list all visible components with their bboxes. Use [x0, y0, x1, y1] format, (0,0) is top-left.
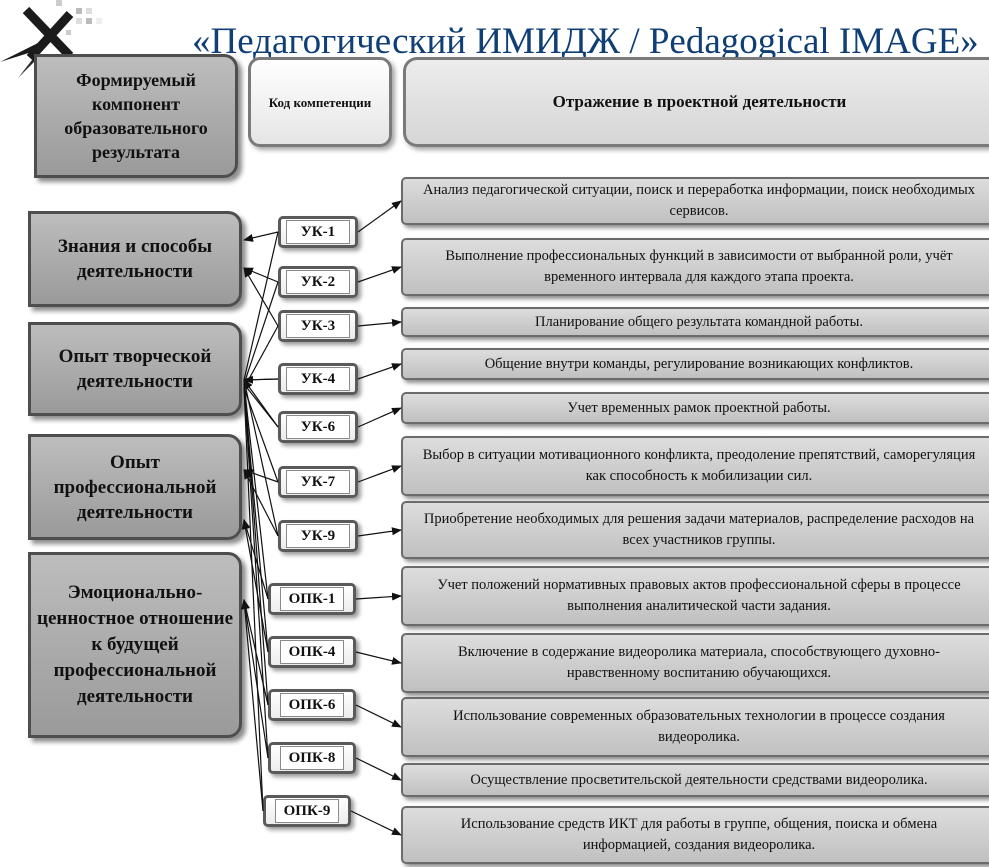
- competency-code: УК-4: [286, 367, 350, 391]
- column-header-component: Формируемый компонент образовательного р…: [34, 54, 238, 178]
- competency-cross-link: [243, 383, 269, 759]
- reflection-text: Использование современных образовательны…: [453, 708, 945, 745]
- competency-box-опк-9: ОПК-9: [263, 795, 351, 827]
- competency-cross-link: [243, 379, 269, 706]
- competency-code: УК-9: [286, 524, 350, 548]
- competency-code: ОПК-9: [275, 799, 339, 823]
- reflection-box: Использование современных образовательны…: [401, 697, 989, 757]
- competency-box-ук-7: УК-7: [278, 466, 358, 498]
- column-header-reflection-label: Отражение в проектной деятельности: [552, 92, 847, 111]
- competency-code: УК-7: [286, 470, 350, 494]
- reflection-box: Приобретение необходимых для решения зад…: [401, 501, 989, 559]
- reflection-text: Анализ педагогической ситуации, поиск и …: [422, 182, 976, 219]
- competency-to-component-arrow: [240, 599, 264, 812]
- reflection-box: Включение в содержание видеоролика матер…: [401, 633, 989, 693]
- reflection-text: Выполнение профессиональных функций в за…: [445, 248, 953, 285]
- reflection-text: Включение в содержание видеоролика матер…: [457, 644, 941, 681]
- competency-code: УК-3: [286, 314, 350, 338]
- competency-cross-link: [243, 231, 279, 381]
- reflection-text: Выбор в ситуации мотивационного конфликт…: [422, 447, 976, 484]
- competency-box-ук-2: УК-2: [278, 266, 358, 298]
- competency-code: ОПК-8: [280, 746, 344, 770]
- column-header-code: Код компетенции: [248, 57, 392, 147]
- reflection-box: Анализ педагогической ситуации, поиск и …: [401, 177, 989, 225]
- reflection-text: Учет положений нормативных правовых акто…: [437, 577, 961, 614]
- competency-box-ук-9: УК-9: [278, 520, 358, 552]
- competency-to-reflection-arrow: [355, 704, 402, 728]
- competency-to-reflection-arrow: [357, 407, 402, 428]
- competency-to-reflection-arrow: [355, 757, 402, 781]
- competency-code: УК-2: [286, 270, 350, 294]
- component-box-knowledge: Знания и способы деятельности: [28, 211, 242, 307]
- competency-code: УК-6: [286, 415, 350, 439]
- reflection-box: Выполнение профессиональных функций в за…: [401, 238, 989, 296]
- component-box-professional: Опыт профессиональной деятельности: [28, 434, 242, 540]
- competency-to-reflection-arrow: [357, 266, 402, 283]
- reflection-text: Планирование общего результата командной…: [534, 313, 864, 330]
- competency-to-component-arrow: [243, 267, 279, 283]
- competency-cross-link: [243, 383, 279, 428]
- column-header-code-label: Код компетенции: [268, 94, 372, 110]
- reflection-text: Учет временных рамок проектной работы.: [567, 399, 831, 416]
- competency-code: УК-1: [286, 220, 350, 244]
- competency-to-reflection-arrow: [357, 318, 402, 327]
- competency-box-ук-3: УК-3: [278, 310, 358, 342]
- competency-box-ук-1: УК-1: [278, 216, 358, 248]
- reflection-text: Осуществление просветительской деятельно…: [470, 771, 928, 788]
- competency-to-reflection-arrow: [357, 527, 402, 537]
- competency-cross-link: [243, 281, 279, 385]
- competency-to-reflection-arrow: [350, 810, 402, 836]
- institution-logo-icon: [0, 0, 102, 78]
- competency-box-опк-4: ОПК-4: [268, 636, 356, 668]
- competency-to-reflection-arrow: [355, 651, 402, 665]
- competency-cross-link: [243, 379, 279, 537]
- competency-code: ОПК-4: [280, 640, 344, 664]
- reflection-box: Планирование общего результата командной…: [401, 307, 989, 337]
- component-label: Знания и способы деятельности: [57, 236, 213, 282]
- reflection-box: Учет положений нормативных правовых акто…: [401, 566, 989, 626]
- reflection-box: Учет временных рамок проектной работы.: [401, 392, 989, 424]
- competency-to-reflection-arrow: [355, 592, 402, 601]
- competency-box-ук-6: УК-6: [278, 411, 358, 443]
- column-header-component-label: Формируемый компонент образовательного р…: [64, 70, 208, 162]
- competency-cross-link: [243, 387, 264, 812]
- competency-box-опк-6: ОПК-6: [268, 689, 356, 721]
- competency-cross-link: [243, 383, 269, 600]
- page-title: «Педагогический ИМИДЖ / Pedagogical IMAG…: [192, 21, 979, 62]
- competency-to-component-arrow: [242, 519, 269, 600]
- competency-to-reflection-arrow: [357, 465, 402, 483]
- reflection-box: Общение внутри команды, регулирование во…: [401, 348, 989, 380]
- competency-code: ОПК-1: [280, 587, 344, 611]
- component-label: Опыт творческой деятельности: [58, 346, 212, 392]
- reflection-box: Осуществление просветительской деятельно…: [401, 763, 989, 797]
- component-label: Эмоционально-ценностное отношение к буду…: [37, 582, 234, 707]
- competency-box-опк-8: ОПК-8: [268, 742, 356, 774]
- component-label: Опыт профессиональной деятельности: [53, 451, 217, 523]
- reflection-text: Приобретение необходимых для решения зад…: [423, 511, 975, 548]
- reflection-text: Общение внутри команды, регулирование во…: [484, 355, 914, 372]
- column-header-reflection: Отражение в проектной деятельности: [403, 57, 989, 147]
- competency-box-опк-1: ОПК-1: [268, 583, 356, 615]
- reflection-text: Использование средств ИКТ для работы в г…: [460, 816, 938, 853]
- competency-box-ук-4: УК-4: [278, 363, 358, 395]
- competency-to-reflection-arrow: [357, 200, 402, 233]
- competency-to-component-arrow: [243, 231, 279, 242]
- competency-code: ОПК-6: [280, 693, 344, 717]
- reflection-box: Использование средств ИКТ для работы в г…: [401, 806, 989, 864]
- competency-to-component-arrow: [241, 599, 269, 759]
- competency-to-component-arrow: [241, 519, 269, 653]
- component-box-creative: Опыт творческой деятельности: [28, 322, 242, 416]
- component-box-emotional: Эмоционально-ценностное отношение к буду…: [28, 552, 242, 738]
- reflection-box: Выбор в ситуации мотивационного конфликт…: [401, 436, 989, 496]
- competency-to-component-arrow: [243, 267, 279, 327]
- competency-to-reflection-arrow: [357, 363, 402, 380]
